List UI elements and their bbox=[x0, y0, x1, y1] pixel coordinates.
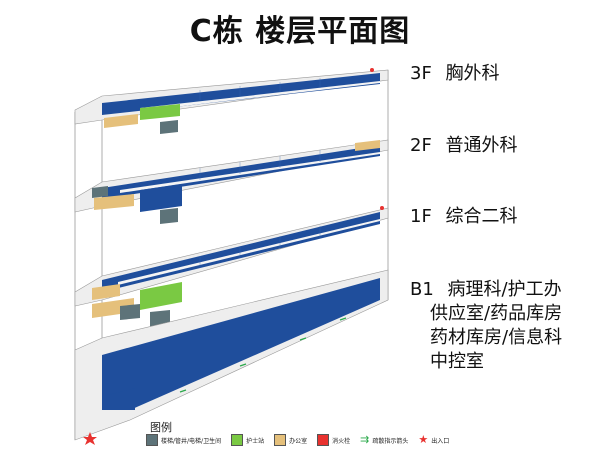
floor-slab-2F bbox=[74, 139, 389, 224]
hydrant-swatch bbox=[317, 434, 330, 446]
floor-label-B1: B1 病理科/护工办 供应室/药品库房 药材库房/信息科 中控室 bbox=[410, 278, 562, 374]
legend-item-office: 办公室 bbox=[274, 434, 307, 446]
legend-label: 出入口 bbox=[431, 437, 450, 445]
nurse-area-2F bbox=[140, 184, 182, 212]
legend-label: 楼梯/管井/电梯/卫生间 bbox=[161, 437, 222, 445]
office-3F bbox=[104, 114, 138, 128]
floor-level: 1F bbox=[410, 206, 432, 227]
floor-slab-B1 bbox=[74, 269, 389, 441]
legend-item-hydrant: 消火栓 bbox=[317, 434, 350, 446]
hydrant-icon bbox=[370, 68, 374, 72]
legend-label: 消火栓 bbox=[332, 437, 351, 445]
legend-label: 办公室 bbox=[289, 437, 308, 445]
floor-department-line: 药材库房/信息科 bbox=[430, 327, 563, 348]
stairs-swatch bbox=[146, 434, 158, 446]
star-icon bbox=[83, 432, 97, 445]
nurse-station-1F bbox=[140, 282, 182, 310]
nurse-station-3F bbox=[140, 104, 180, 120]
office-2F-east bbox=[355, 140, 380, 151]
floor-slab-3F bbox=[74, 68, 389, 134]
floor-level: 3F bbox=[410, 63, 432, 84]
floor-department-line: 中控室 bbox=[430, 351, 484, 372]
evacuation-arrow-icon bbox=[179, 317, 347, 393]
legend-item-stairs: 楼梯/管井/电梯/卫生间 bbox=[146, 434, 221, 446]
floor-department: 普通外科 bbox=[445, 135, 518, 156]
floor-department: 病理科/护工办 bbox=[447, 279, 562, 300]
legend-item-exit: ★ 出入口 bbox=[418, 433, 450, 446]
floor-label-3F: 3F 胸外科 bbox=[410, 62, 500, 86]
legend-label: 护士站 bbox=[246, 437, 265, 445]
stair-3F bbox=[160, 120, 178, 134]
floor-level: 2F bbox=[410, 135, 432, 156]
floor-department: 综合二科 bbox=[445, 206, 518, 227]
page-title: C栋 楼层平面图 bbox=[189, 14, 411, 49]
floor-department-line: 供应室/药品库房 bbox=[430, 303, 563, 324]
evacuation-arrow-icon: ⇉ bbox=[360, 433, 370, 446]
floor-department: 胸外科 bbox=[445, 63, 500, 84]
star-icon: ★ bbox=[418, 433, 429, 446]
legend-item-nurse-station: 护士站 bbox=[231, 434, 264, 446]
floor-label-1F: 1F 综合二科 bbox=[410, 205, 518, 229]
legend-title: 图例 bbox=[150, 421, 172, 434]
office-swatch bbox=[274, 434, 287, 446]
legend: 楼梯/管井/电梯/卫生间 护士站 办公室 消火栓 ⇉ 疏散指示箭头 ★ 出入口 bbox=[146, 432, 459, 448]
stair-2F bbox=[160, 208, 178, 224]
floor-slab-1F bbox=[74, 206, 389, 328]
floor-label-2F: 2F 普通外科 bbox=[410, 134, 518, 158]
legend-item-evacuation: ⇉ 疏散指示箭头 bbox=[360, 433, 409, 446]
legend-label: 疏散指示箭头 bbox=[372, 437, 409, 445]
floor-level: B1 bbox=[410, 279, 434, 300]
nurse-station-swatch bbox=[231, 434, 244, 446]
office-2F bbox=[94, 194, 134, 210]
room-grid-lines bbox=[199, 78, 321, 268]
